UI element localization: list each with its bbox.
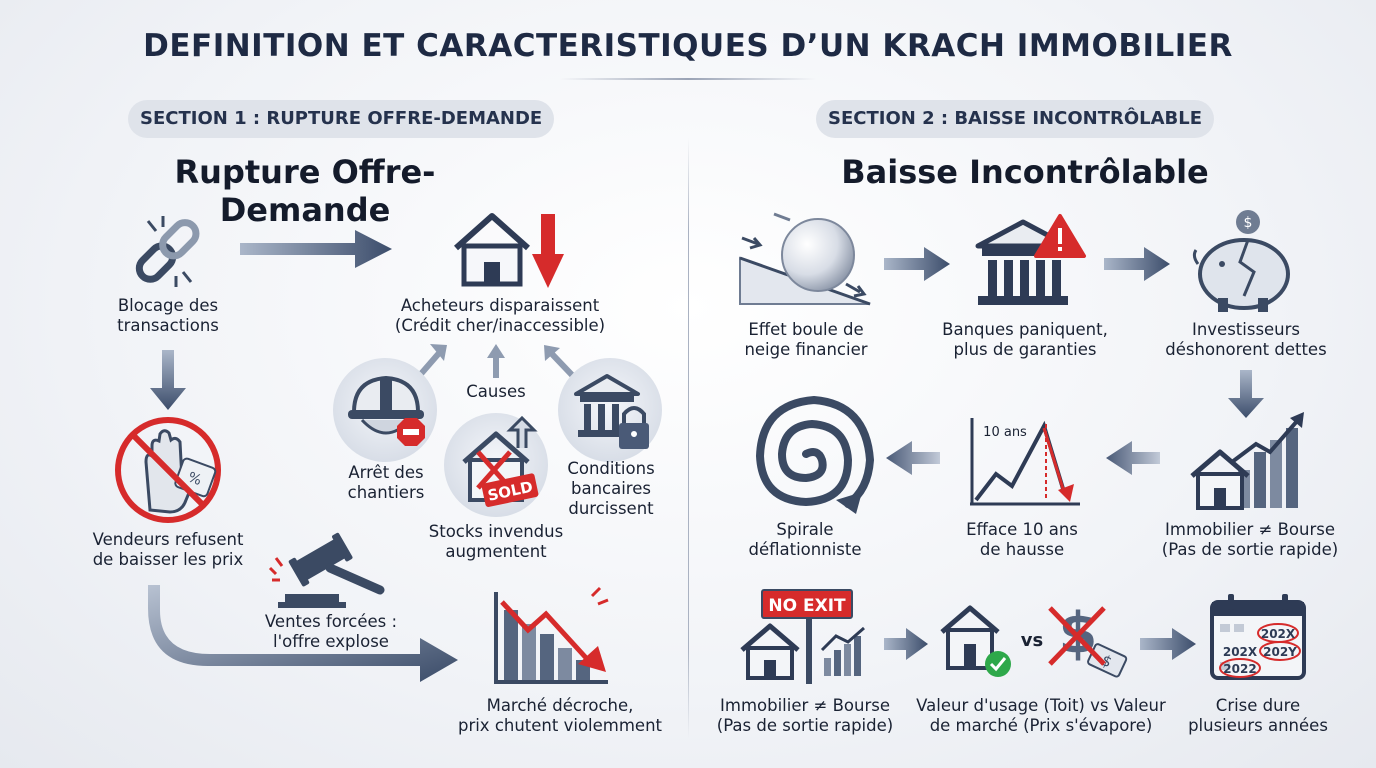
broken-chain-icon	[135, 216, 200, 287]
page-title: DEFINITION ET CARACTERISTIQUES D’UN KRAC…	[143, 28, 1233, 64]
unsold-house-icon: SOLD	[444, 413, 548, 517]
arrow-valeur-to-crise	[1140, 628, 1196, 660]
no-exit-text: NO EXIT	[768, 596, 846, 616]
section-1-pill: SECTION 1 : RUPTURE OFFRE-DEMANDE	[128, 100, 555, 138]
section-divider	[688, 138, 689, 738]
arrow-boule-to-banques	[884, 247, 950, 281]
spiral-icon	[755, 395, 875, 514]
label-banques: Banques paniquent,plus de garanties	[942, 320, 1108, 359]
arrow-blocage-to-acheteurs	[240, 230, 392, 268]
broken-piggy-bank-icon: $	[1192, 210, 1290, 312]
crossed-dollar-icon: $ $	[1048, 601, 1128, 678]
label-marche-decroche: Marché décroche,prix chutent violemment	[457, 696, 663, 735]
arrow-arret-to-acheteurs	[417, 350, 443, 377]
calendar-year-1: 202X	[1261, 627, 1296, 641]
svg-text:%: %	[186, 469, 204, 489]
stop-hand-icon: %	[115, 417, 221, 523]
arrow-efface-to-spirale	[886, 441, 940, 475]
bank-lock-icon	[558, 358, 662, 462]
arrow-immo-to-efface	[1106, 441, 1160, 475]
ten-year-chart-icon: 10 ans	[970, 418, 1080, 506]
no-exit-sign-icon: NO EXIT	[740, 589, 865, 684]
svg-text:$: $	[1244, 215, 1253, 231]
market-drop-chart-icon	[494, 586, 609, 684]
label-immo-bourse-2: Immobilier ≠ Bourse(Pas de sortie rapide…	[716, 696, 894, 735]
label-causes: Causes	[466, 382, 526, 401]
bank-alert-icon	[975, 214, 1086, 305]
house-rising-chart-icon	[1190, 412, 1304, 510]
snowball-icon	[739, 212, 871, 306]
gavel-icon	[268, 532, 385, 608]
label-ventes-forcees: Ventes forcées :l'offre explose	[264, 612, 398, 651]
calendar-year-3: 202Y	[1263, 645, 1297, 659]
calendar-icon: 202X 202X 202Y 2022	[1210, 594, 1306, 680]
house-check-icon	[940, 605, 1011, 677]
section-2-pill: SECTION 2 : BAISSE INCONTRÔLABLE	[816, 100, 1215, 138]
label-acheteurs: Acheteurs disparaissent(Crédit cher/inac…	[394, 296, 606, 335]
title-underline	[560, 78, 816, 80]
calendar-year-4: 2022	[1223, 662, 1256, 676]
ten-year-label: 10 ans	[983, 425, 1027, 440]
hard-hat-icon	[333, 358, 437, 462]
label-immo-bourse-1: Immobilier ≠ Bourse(Pas de sortie rapide…	[1161, 520, 1339, 559]
arrow-banques-to-investisseurs	[1104, 247, 1170, 281]
arrow-conditions-to-acheteurs	[549, 351, 575, 378]
section-1-heading: Rupture Offre-Demande	[174, 153, 436, 229]
arrow-noexit-to-valeur	[884, 628, 928, 660]
arrow-blocage-to-vendeurs	[150, 350, 186, 410]
arrow-investisseurs-to-immo	[1228, 370, 1264, 418]
arrow-vendeurs-to-marche	[148, 585, 458, 682]
house-down-arrow-icon	[454, 213, 564, 288]
calendar-year-2: 202X	[1223, 645, 1258, 659]
vs-label: vs	[1021, 630, 1043, 651]
section-2-heading: Baisse Incontrôlable	[841, 153, 1209, 191]
